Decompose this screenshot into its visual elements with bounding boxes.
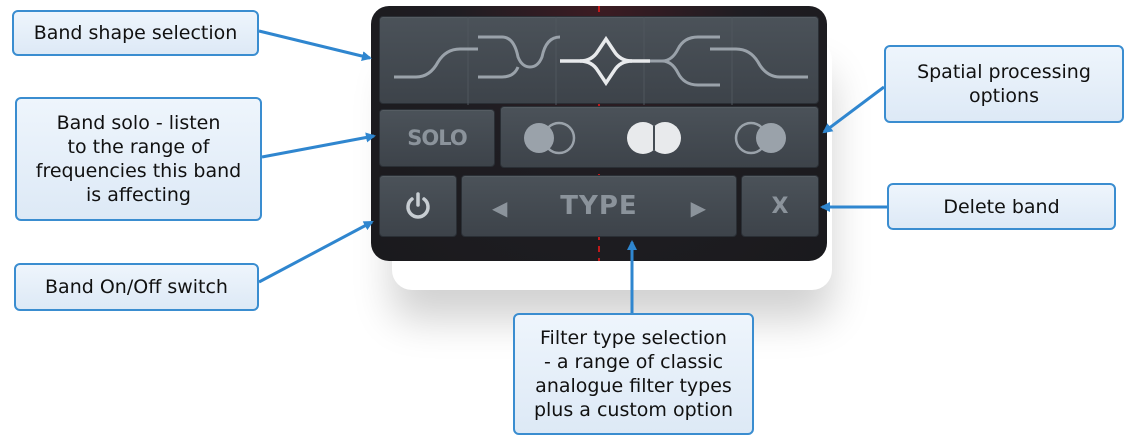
leader-band-solo (261, 132, 376, 159)
delete-label: X (771, 193, 789, 219)
low-shelf-icon[interactable] (394, 47, 478, 79)
spatial-processing-selector[interactable] (500, 106, 819, 168)
spatial-icons (524, 121, 786, 155)
bell-icon[interactable] (560, 35, 650, 87)
callout-delete-band: Delete band (887, 183, 1116, 230)
leader-band-shape (258, 29, 372, 61)
band-solo-button[interactable]: SOLO (379, 109, 495, 167)
triangle-right-icon[interactable]: ▶ (690, 196, 706, 220)
band-shape-icons (394, 17, 808, 105)
solo-label: SOLO (407, 126, 467, 150)
band-pass-icon[interactable] (650, 35, 720, 87)
right-icon[interactable] (734, 121, 786, 155)
stereo-icon[interactable] (627, 122, 681, 154)
callout-band-shape: Band shape selection (12, 10, 259, 56)
callout-spatial: Spatial processing options (884, 45, 1124, 123)
leader-band-onoff (258, 220, 374, 284)
high-shelf-icon[interactable] (710, 47, 808, 79)
power-icon (406, 192, 430, 219)
band-shape-selector[interactable] (379, 16, 819, 105)
notch-icon[interactable] (478, 35, 561, 79)
filter-type-label: TYPE (560, 191, 638, 221)
triangle-left-icon[interactable]: ◀ (492, 196, 508, 220)
callout-filter-type: Filter type selection - a range of class… (513, 313, 754, 435)
left-icon[interactable] (524, 121, 576, 155)
band-control-panel: SOLO (371, 6, 827, 261)
callout-band-onoff: Band On/Off switch (14, 263, 259, 311)
delete-band-button[interactable]: X (741, 175, 819, 237)
callout-band-solo: Band solo - listen to the range of frequ… (15, 97, 262, 221)
leader-spatial (822, 85, 885, 134)
band-power-button[interactable] (379, 175, 457, 237)
filter-type-selector[interactable]: ◀ TYPE ▶ (461, 175, 737, 237)
